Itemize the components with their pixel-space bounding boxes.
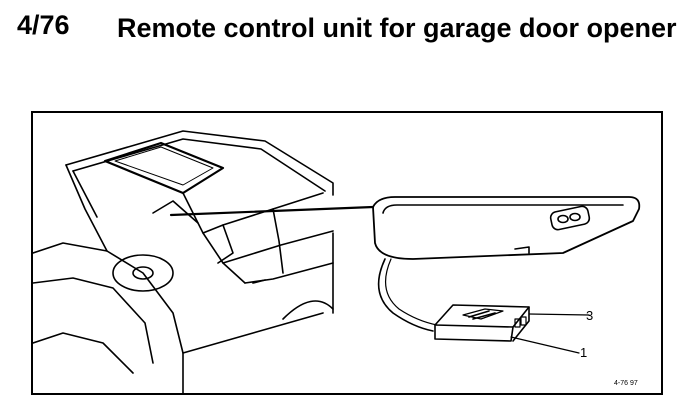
cable-inner (384, 258, 438, 326)
section-number: 4/76 (17, 10, 70, 40)
figure-id: 4-76 97 (614, 380, 638, 387)
cable (377, 258, 434, 332)
car-interior-illustration (33, 130, 641, 393)
callout-3-leader (528, 313, 590, 316)
remote-control-unit-drawing (434, 304, 530, 342)
callout-1: 1 (580, 345, 588, 360)
sun-visor-drawing (372, 196, 641, 260)
page-title: Remote control unit for garage door open… (117, 13, 677, 43)
car-body-drawing (33, 130, 334, 393)
callout-3: 3 (586, 308, 594, 323)
illustration-frame (31, 111, 663, 395)
callout-1-leader (510, 336, 580, 354)
leader-line (169, 205, 375, 217)
